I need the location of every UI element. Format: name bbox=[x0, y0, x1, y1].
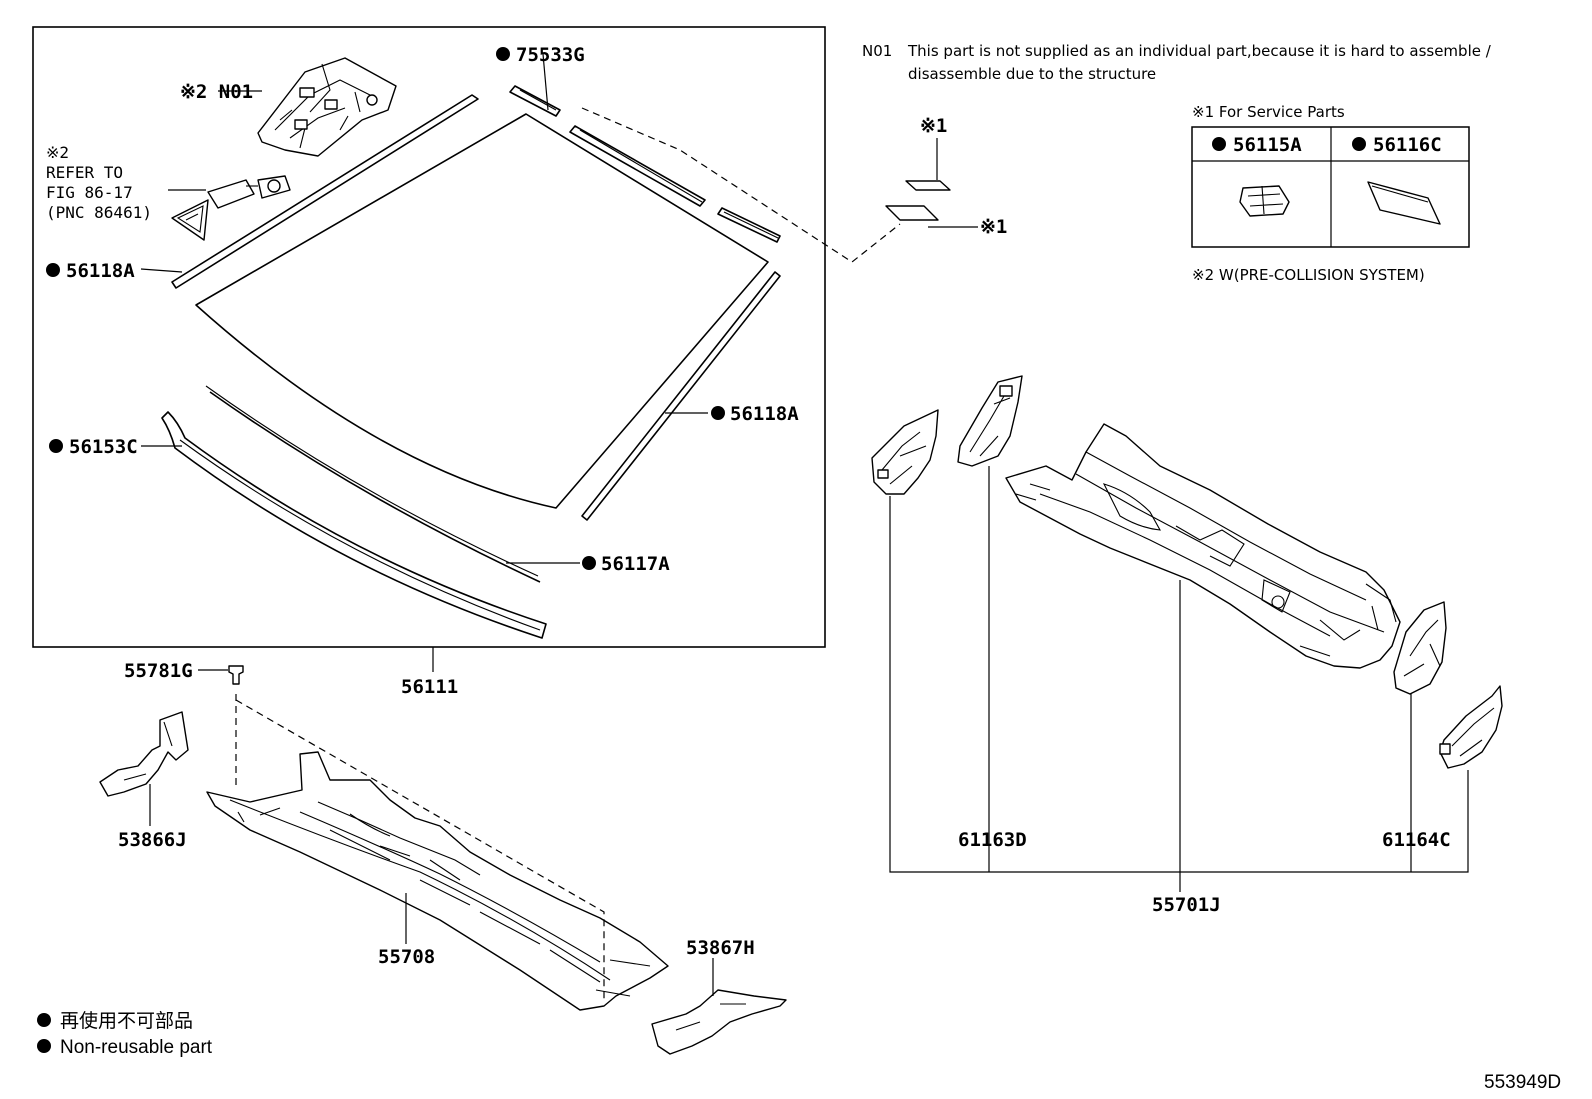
right-side-moulding bbox=[581, 271, 781, 521]
windshield-glass bbox=[195, 113, 769, 509]
service-part-56116c: 56116C bbox=[1373, 134, 1442, 156]
label-53867h: 53867H bbox=[686, 937, 755, 959]
upper-left-moulding bbox=[171, 94, 479, 289]
label-mark1-side: ※1 bbox=[980, 216, 1007, 238]
cowl-ventilator-louver bbox=[206, 751, 669, 1011]
dash-bracket-right-upper bbox=[1393, 601, 1447, 695]
windshield-dam bbox=[209, 391, 541, 583]
label-56118a-right: 56118A bbox=[730, 403, 799, 425]
note-n01-line2: disassemble due to the structure bbox=[908, 65, 1156, 83]
dash-bracket-center bbox=[957, 375, 1023, 467]
note-n01-line1: This part is not supplied as an individu… bbox=[907, 42, 1492, 60]
windshield-group-frame bbox=[32, 26, 826, 648]
refer-line1: REFER TO bbox=[46, 163, 123, 182]
dash-panel bbox=[1005, 423, 1401, 669]
note-n01-code: N01 bbox=[862, 42, 892, 60]
label-56118a-left: 56118A bbox=[66, 260, 135, 282]
refer-mark: ※2 bbox=[46, 143, 69, 162]
label-61163d: 61163D bbox=[958, 829, 1027, 851]
service-parts-box bbox=[1191, 126, 1470, 248]
service-parts-title: ※1 For Service Parts bbox=[1192, 103, 1345, 121]
diagram-id: 553949D bbox=[1484, 1072, 1561, 1093]
dash-bracket-right-lower bbox=[1439, 685, 1503, 769]
service-tape-part bbox=[885, 205, 939, 221]
label-56111: 56111 bbox=[401, 676, 458, 698]
label-mark1-top: ※1 bbox=[920, 115, 947, 137]
non-reusable-dot-icon bbox=[582, 556, 596, 570]
label-75533g: 75533G bbox=[516, 44, 585, 66]
dash-bracket-left bbox=[871, 409, 939, 495]
top-clip-strip bbox=[509, 85, 561, 117]
legend-dot-icon bbox=[37, 1013, 51, 1027]
cowl-side-seal-left bbox=[99, 711, 189, 797]
service-clip-part bbox=[905, 180, 951, 191]
legend-japanese: 再使用不可部品 bbox=[60, 1010, 193, 1032]
non-reusable-dot-icon bbox=[496, 47, 510, 61]
lower-weatherstrip bbox=[161, 411, 547, 639]
label-56117a: 56117A bbox=[601, 553, 670, 575]
clip-55781g bbox=[228, 665, 244, 685]
non-reusable-dot-icon bbox=[1352, 137, 1366, 151]
legend-dot-icon bbox=[37, 1039, 51, 1053]
non-reusable-dot-icon bbox=[711, 406, 725, 420]
legend-english: Non-reusable part bbox=[60, 1037, 213, 1058]
top-moulding-strip bbox=[569, 125, 706, 207]
label-53866j: 53866J bbox=[118, 829, 187, 851]
refer-line2: FIG 86-17 bbox=[46, 183, 133, 202]
label-55781g: 55781G bbox=[124, 660, 193, 682]
label-55701j: 55701J bbox=[1152, 894, 1221, 916]
label-55708: 55708 bbox=[378, 946, 435, 968]
refer-line3: (PNC 86461) bbox=[46, 203, 152, 222]
label-n01: ※2 N01 bbox=[180, 81, 253, 103]
service-part-56115a: 56115A bbox=[1233, 134, 1302, 156]
sensor-cover-part bbox=[171, 175, 291, 241]
non-reusable-dot-icon bbox=[46, 263, 60, 277]
top-moulding-strip-end bbox=[717, 207, 781, 243]
cowl-side-seal-right bbox=[651, 989, 787, 1055]
non-reusable-dot-icon bbox=[1212, 137, 1226, 151]
label-56153c: 56153C bbox=[69, 436, 138, 458]
note-precollision: ※2 W(PRE-COLLISION SYSTEM) bbox=[1192, 266, 1425, 284]
camera-bracket-n01 bbox=[257, 57, 397, 157]
label-61164c: 61164C bbox=[1382, 829, 1451, 851]
non-reusable-dot-icon bbox=[49, 439, 63, 453]
